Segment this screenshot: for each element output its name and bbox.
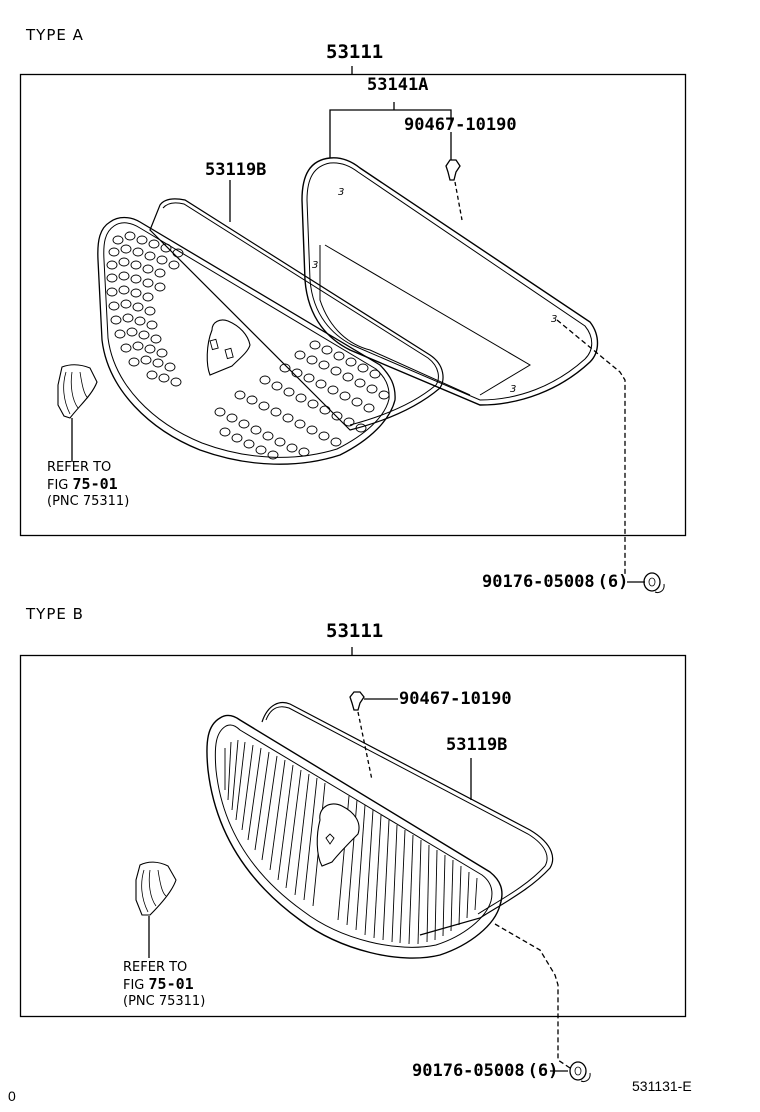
drawing-code: 531131-E [632, 1078, 692, 1094]
fog-lamp-cover-icon [57, 364, 98, 419]
grille-backing-panel-53141a: 3 3 3 3 [301, 157, 599, 406]
figure-number-link[interactable]: 75-01 [148, 975, 194, 993]
svg-text:3: 3 [338, 187, 344, 198]
emblem-icon [316, 803, 360, 867]
part-number-grille-frame[interactable]: 53119B [446, 735, 508, 755]
clip-icon [349, 691, 365, 711]
part-number-assembly[interactable]: 53111 [326, 41, 384, 63]
reference-line-1: REFER TO [123, 960, 188, 975]
reference-line-1: REFER TO [47, 460, 112, 475]
emblem-icon [206, 319, 251, 376]
section-label-type-a: TYPE A [26, 26, 84, 44]
corner-mark: 0 [8, 1088, 16, 1104]
type-b-frame [19, 654, 687, 1018]
fog-lamp-cover-icon [135, 861, 177, 916]
quantity-label: (6) [527, 1061, 559, 1081]
reference-line-3: (PNC 75311) [47, 494, 130, 509]
grille-frame-53119b [149, 198, 444, 431]
part-number-clip-bottom[interactable]: 90176-05008(6) [482, 572, 629, 592]
grille-frame-53119b [261, 701, 554, 936]
honeycomb-grille-type-a [97, 216, 396, 465]
part-number-assembly[interactable]: 53111 [326, 620, 384, 642]
section-label-type-b: TYPE B [26, 605, 84, 623]
clip-bottom-icon [569, 1061, 591, 1082]
svg-text:3: 3 [312, 260, 318, 271]
quantity-label: (6) [597, 572, 629, 592]
svg-text:3: 3 [551, 314, 557, 325]
figure-number-link[interactable]: 75-01 [72, 475, 118, 493]
reference-line-2: FIG 75-01 [47, 475, 118, 493]
part-number-clip-top[interactable]: 90467-10190 [404, 115, 517, 135]
clip-bottom-icon [643, 572, 665, 593]
part-number-grille-frame[interactable]: 53119B [205, 160, 267, 180]
clip-icon [445, 159, 461, 181]
vertical-bar-grille-type-b [206, 714, 503, 959]
figure-reference[interactable]: REFER TO FIG 75-01 (PNC 75311) [123, 960, 205, 1010]
reference-line-2: FIG 75-01 [123, 975, 194, 993]
type-a-frame [19, 73, 687, 537]
part-number-sub-assembly[interactable]: 53141A [367, 75, 429, 95]
figure-reference[interactable]: REFER TO FIG 75-01 (PNC 75311) [47, 460, 129, 510]
svg-text:3: 3 [510, 384, 516, 395]
part-number-clip-top[interactable]: 90467-10190 [399, 689, 512, 709]
part-number-clip-bottom[interactable]: 90176-05008(6) [412, 1061, 559, 1081]
reference-line-3: (PNC 75311) [123, 994, 206, 1009]
